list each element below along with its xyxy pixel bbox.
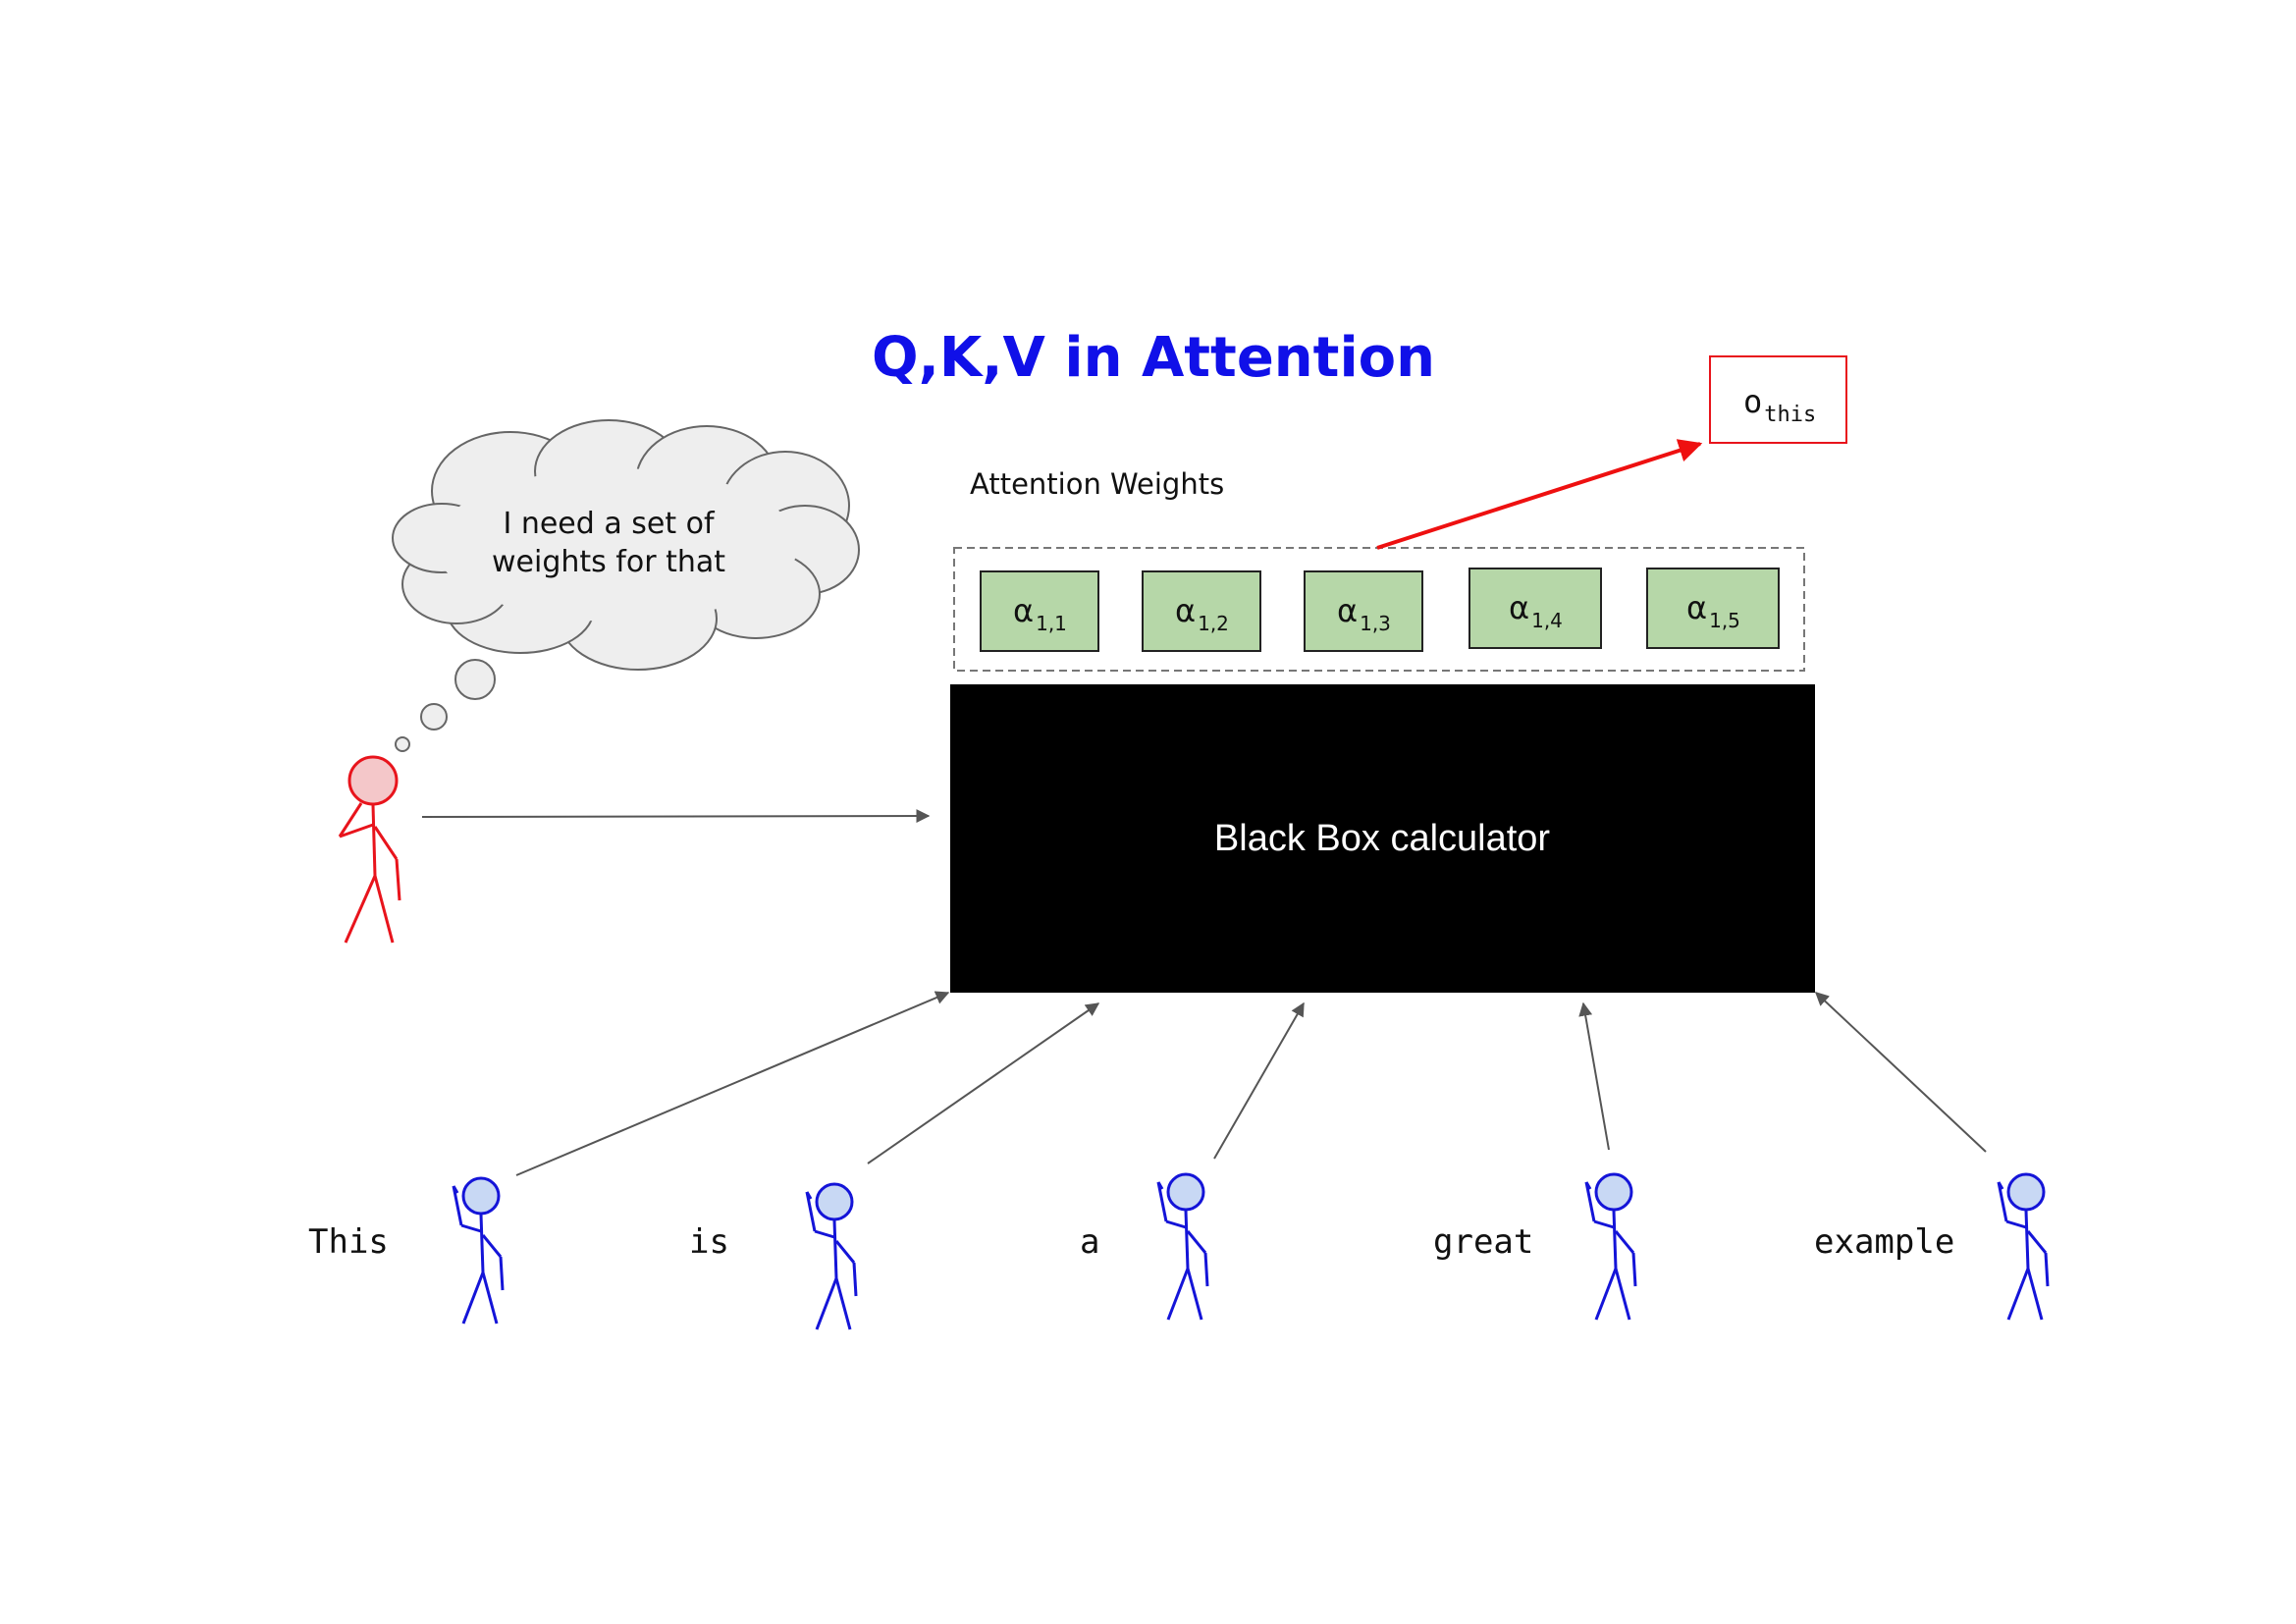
attention-weights-label: Attention Weights xyxy=(970,467,1224,501)
word-example: example xyxy=(1814,1222,1954,1262)
alpha-symbol: α xyxy=(1013,592,1034,629)
svg-text:α1,5: α1,5 xyxy=(1686,589,1740,632)
output-symbol: o xyxy=(1743,383,1762,420)
query-person xyxy=(338,755,401,944)
word-is: is xyxy=(689,1222,729,1262)
black-box-label: Black Box calculator xyxy=(1214,818,1550,859)
key-person-3 xyxy=(1156,1172,1209,1321)
query-arrow xyxy=(421,809,931,824)
svg-text:α1,2: α1,2 xyxy=(1175,592,1229,635)
thought-line-2: weights for that xyxy=(492,545,725,579)
word-this: This xyxy=(308,1222,389,1262)
key-arrow-4 xyxy=(1578,1001,1610,1151)
alpha-subscript: 1,2 xyxy=(1198,612,1229,635)
alpha-symbol: α xyxy=(1337,592,1358,629)
alpha-subscript: 1,5 xyxy=(1709,609,1740,632)
key-person-1 xyxy=(452,1176,505,1325)
key-person-4 xyxy=(1584,1172,1637,1321)
key-arrow-1 xyxy=(515,991,950,1176)
alpha-subscript: 1,1 xyxy=(1036,612,1067,635)
key-arrow-2 xyxy=(867,1002,1100,1164)
output-box xyxy=(1709,355,1847,444)
key-arrow-5 xyxy=(1814,992,1987,1153)
svg-text:α1,4: α1,4 xyxy=(1509,589,1563,632)
alpha-subscript: 1,3 xyxy=(1360,612,1391,635)
alpha-symbol: α xyxy=(1509,589,1529,626)
key-arrow-3 xyxy=(1213,1001,1305,1160)
thought-line-1: I need a set of xyxy=(503,507,716,541)
alpha-symbol: α xyxy=(1175,592,1196,629)
word-a: a xyxy=(1080,1222,1099,1262)
word-great: great xyxy=(1433,1222,1533,1262)
svg-text:α1,1: α1,1 xyxy=(1013,592,1067,635)
output-subscript: this xyxy=(1764,403,1816,427)
key-person-2 xyxy=(805,1182,858,1330)
key-person-5 xyxy=(1997,1172,2050,1321)
output-label: othis xyxy=(1743,383,1816,427)
alpha-subscript: 1,4 xyxy=(1531,609,1563,632)
output-arrow xyxy=(1376,439,1703,550)
thought-cloud: I need a set of weights for that xyxy=(392,419,860,752)
svg-text:α1,3: α1,3 xyxy=(1337,592,1391,635)
diagram-title: Q,K,V in Attention xyxy=(872,326,1435,390)
alpha-symbol: α xyxy=(1686,589,1707,626)
black-box-calculator xyxy=(950,684,1815,993)
